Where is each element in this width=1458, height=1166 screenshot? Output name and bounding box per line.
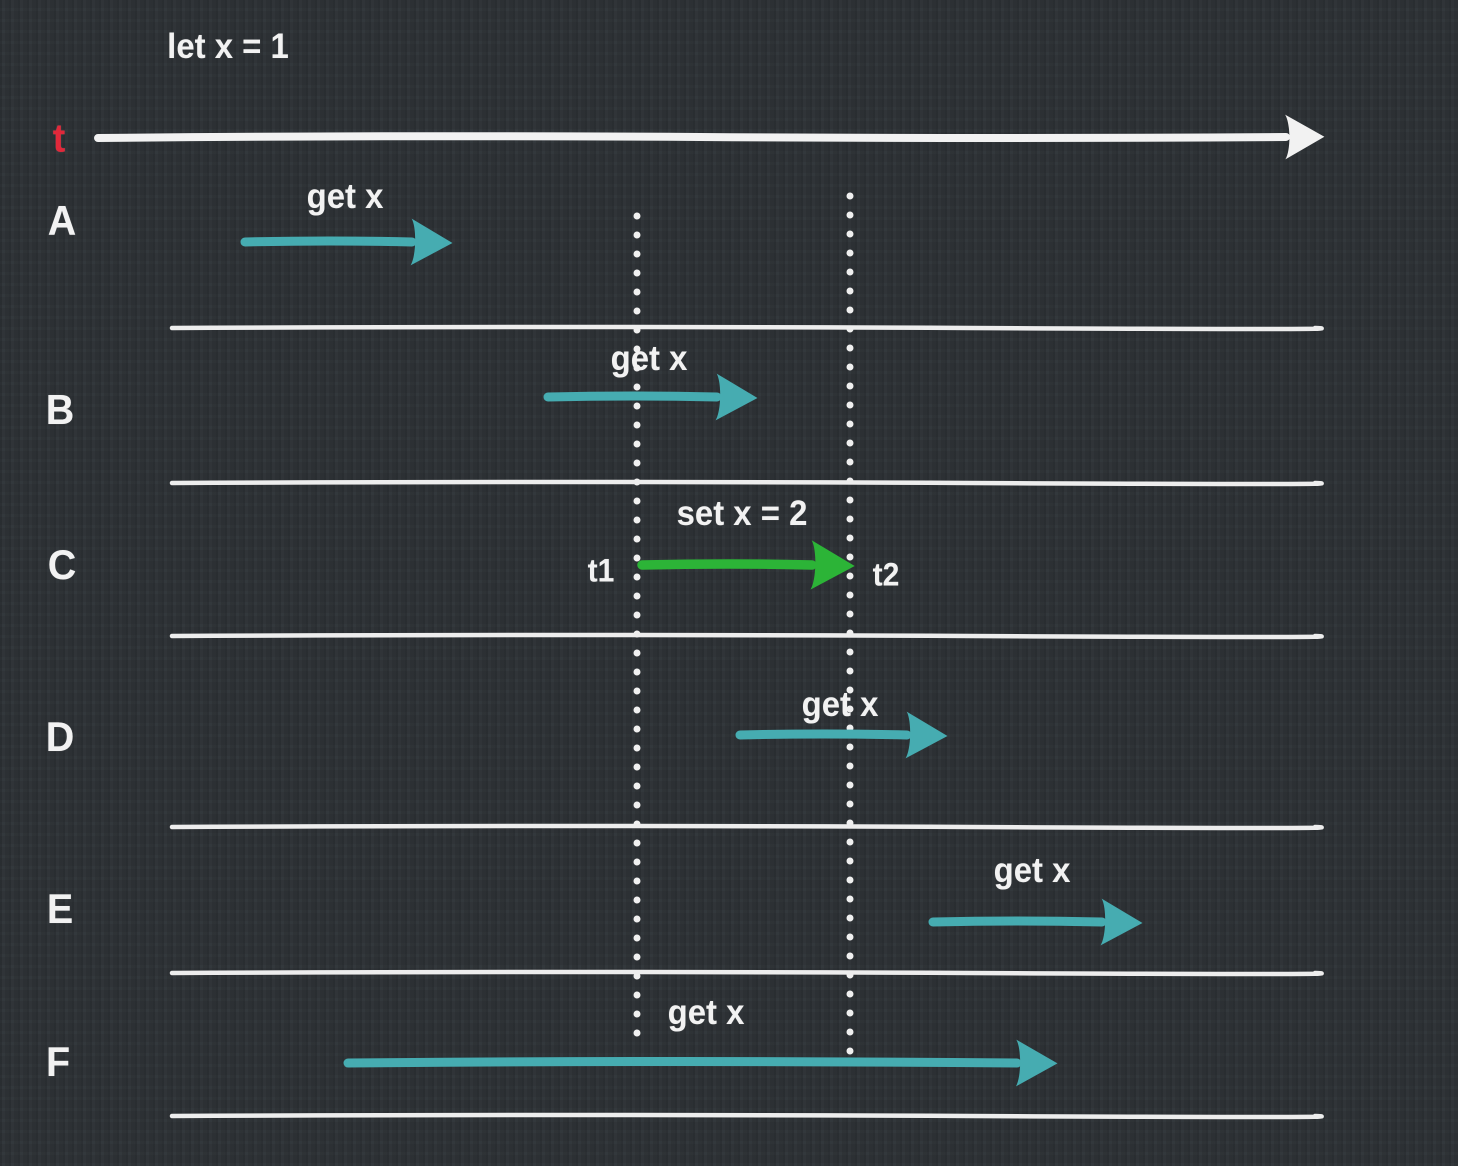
row-label-c: C	[47, 541, 77, 588]
set-x-arrow-row-c	[637, 540, 855, 590]
row-label-d: D	[45, 713, 75, 760]
row-separator-b-c	[169, 479, 1324, 487]
get-x-arrow-row-b	[543, 373, 758, 421]
t1-marker-label: t1	[587, 552, 615, 589]
row-separator-a-b	[169, 324, 1324, 332]
row-label-e: E	[46, 885, 74, 932]
op-label-row-e: get x	[993, 851, 1071, 890]
get-x-arrow-row-e	[928, 898, 1143, 946]
op-label-row-c: set x = 2	[676, 494, 808, 533]
get-x-arrow-row-f	[343, 1039, 1058, 1087]
op-label-row-d: get x	[801, 685, 879, 724]
get-x-arrow-row-a	[240, 218, 453, 266]
time-axis-arrow	[94, 114, 1325, 160]
get-x-arrow-row-d	[735, 711, 948, 759]
op-label-row-a: get x	[306, 177, 384, 216]
op-label-row-f: get x	[667, 993, 745, 1032]
op-label-row-b: get x	[610, 339, 688, 378]
row-label-f: F	[45, 1038, 71, 1085]
row-label-a: A	[47, 197, 77, 244]
row-separator-e-f	[169, 969, 1324, 977]
init-declaration-label: let x = 1	[167, 27, 289, 66]
time-axis-label: t	[52, 116, 66, 161]
row-separator-bottom	[169, 1112, 1324, 1120]
row-separator-d-e	[169, 823, 1324, 831]
t2-marker-label: t2	[872, 556, 900, 593]
row-label-b: B	[45, 386, 75, 433]
row-separator-c-d	[169, 632, 1324, 640]
